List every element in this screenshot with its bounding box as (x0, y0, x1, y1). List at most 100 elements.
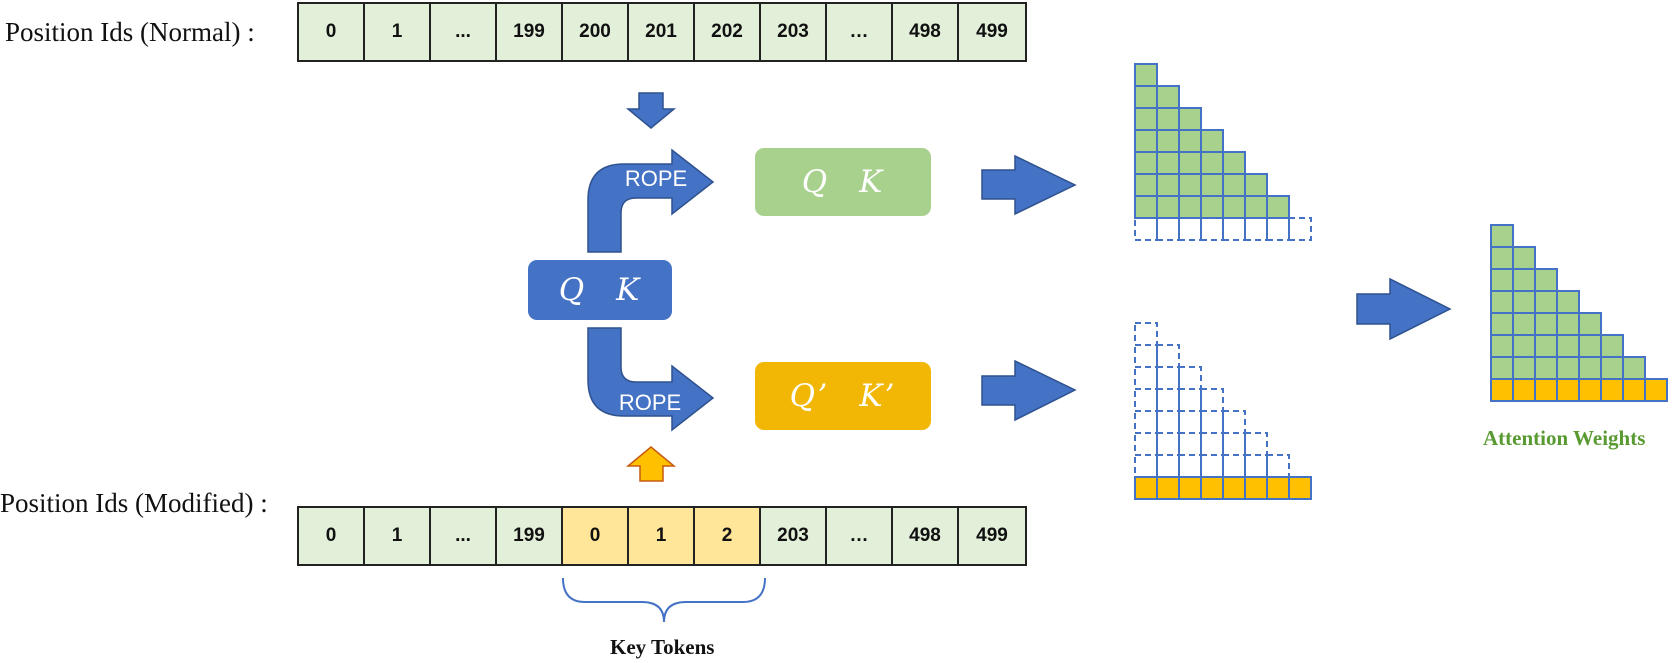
attention-cell (1556, 356, 1580, 380)
key-token-cell: 0 (563, 508, 629, 564)
right-arrow-merge-icon (1356, 277, 1452, 341)
rope-top-bent-arrow (587, 148, 715, 253)
rope-top-label: ROPE (625, 166, 687, 191)
position-id-cell: 499 (959, 508, 1025, 564)
attention-cell-empty (1244, 454, 1268, 478)
attention-cell (1490, 246, 1514, 270)
key-token-cell: 2 (695, 508, 761, 564)
attention-cell-key (1622, 378, 1646, 402)
attention-cell (1600, 334, 1624, 358)
attention-cell (1134, 173, 1158, 197)
attention-cell (1200, 195, 1224, 219)
attention-cell (1490, 268, 1514, 292)
attention-cell-empty (1266, 454, 1290, 478)
attention-cell-empty (1156, 388, 1180, 412)
attention-cell (1244, 173, 1268, 197)
attention-cell (1534, 290, 1558, 314)
attention-cell-key (1578, 378, 1602, 402)
position-id-cell: 0 (299, 508, 365, 564)
attention-cell (1156, 107, 1180, 131)
attention-cell (1512, 356, 1536, 380)
qk-center-q: Q (558, 272, 587, 308)
attention-cell (1244, 195, 1268, 219)
attention-grids (1134, 63, 1668, 500)
attention-cell (1222, 195, 1246, 219)
attention-cell-empty (1222, 410, 1246, 434)
attention-cell-key (1244, 476, 1268, 500)
right-arrow-bottom-icon (981, 359, 1077, 422)
position-id-cell: 199 (497, 508, 563, 564)
normal-row-label: Position Ids (Normal) : (5, 17, 255, 47)
attention-cell-key (1288, 476, 1312, 500)
attention-cell-empty (1134, 366, 1158, 390)
attention-cell (1490, 290, 1514, 314)
attention-cell (1512, 334, 1536, 358)
attention-cell-key (1266, 476, 1290, 500)
attention-cell (1534, 312, 1558, 336)
attention-cell (1200, 173, 1224, 197)
attention-cell-empty (1200, 388, 1224, 412)
position-id-cell: ... (431, 508, 497, 564)
attention-cell (1156, 85, 1180, 109)
attention-cell-key (1178, 476, 1202, 500)
attention-cell (1134, 195, 1158, 219)
attention-cell (1156, 195, 1180, 219)
attention-cell (1556, 290, 1580, 314)
rope-bottom-label: ROPE (619, 390, 681, 415)
attention-cell-empty (1156, 344, 1180, 368)
attention-cell-empty (1134, 322, 1158, 346)
attention-cell-empty (1244, 432, 1268, 456)
attention-cell-empty (1200, 432, 1224, 456)
attention-cell-key (1222, 476, 1246, 500)
attention-cell (1534, 268, 1558, 292)
attention-cell (1490, 312, 1514, 336)
qk-bottom-k: K’ (859, 378, 897, 414)
attention-cell-key (1156, 476, 1180, 500)
attention-cell-empty (1156, 366, 1180, 390)
qk-center-k: K (616, 272, 642, 308)
attention-cell-empty (1134, 388, 1158, 412)
attention-cell (1156, 129, 1180, 153)
attention-cell (1578, 356, 1602, 380)
attention-cell-empty (1178, 454, 1202, 478)
attention-cell-empty (1200, 454, 1224, 478)
attention-cell (1512, 246, 1536, 270)
attention-cell (1512, 312, 1536, 336)
up-arrow-icon (625, 446, 677, 482)
attention-cell (1178, 151, 1202, 175)
down-arrow-icon (625, 92, 677, 129)
position-id-cell: 498 (893, 508, 959, 564)
attention-cell (1534, 356, 1558, 380)
qk-top-q: Q (801, 164, 830, 200)
attention-cell-key (1200, 476, 1224, 500)
attention-cell (1578, 334, 1602, 358)
attention-cell-empty (1156, 432, 1180, 456)
attention-cell-empty (1156, 410, 1180, 434)
position-id-cell: 498 (893, 4, 959, 60)
attention-cell (1556, 334, 1580, 358)
attention-cell (1534, 334, 1558, 358)
position-id-cell: ... (431, 4, 497, 60)
attention-cell-empty (1244, 217, 1268, 241)
right-arrow-top-icon (981, 154, 1077, 216)
attention-cell-empty (1178, 388, 1202, 412)
attention-cell-empty (1156, 217, 1180, 241)
attention-cell (1600, 356, 1624, 380)
attention-cell (1200, 129, 1224, 153)
attention-cell (1156, 151, 1180, 175)
attention-cell-empty (1134, 344, 1158, 368)
attention-cell (1490, 334, 1514, 358)
attention-cell (1222, 173, 1246, 197)
attention-cell-empty (1156, 454, 1180, 478)
attention-cell-key (1134, 476, 1158, 500)
position-id-cell: 499 (959, 4, 1025, 60)
attention-cell (1490, 224, 1514, 248)
key-token-cell: 1 (629, 508, 695, 564)
attention-cell (1512, 290, 1536, 314)
attention-cell-empty (1288, 217, 1312, 241)
position-id-cell: … (827, 4, 893, 60)
attention-cell-key (1534, 378, 1558, 402)
modified-row-label: Position Ids (Modified) : (0, 488, 268, 518)
attention-cell-empty (1222, 432, 1246, 456)
